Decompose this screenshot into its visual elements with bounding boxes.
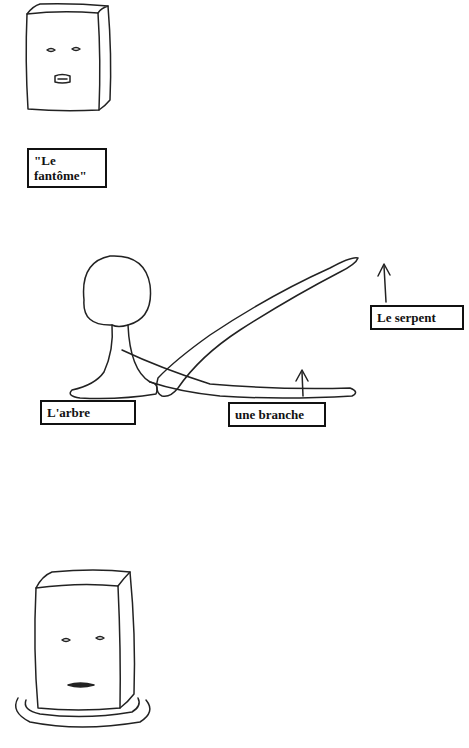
ghost-eye [72,48,80,51]
tree-trunk [70,325,157,399]
label-box: L'arbre [40,400,136,425]
tree-crown [84,256,151,327]
ghost-side [99,6,111,110]
cube-face [35,584,120,710]
label-box: une branche [228,402,326,427]
snake [157,258,358,397]
label-box: "Le fantôme" [27,148,107,188]
ghost-eye [47,49,55,52]
arrowhead [378,264,390,276]
ghost-top [27,4,108,14]
label-text: Le serpent [377,310,457,325]
arrowhead [296,370,308,381]
cube-eye [96,637,104,640]
ghost-mouth [55,75,70,84]
cube-mouth [68,683,94,687]
plate [16,698,150,727]
cube-side [120,572,135,708]
ghost-mouth [58,78,67,80]
label-text: L'arbre [47,405,129,420]
cube-top [36,570,130,588]
label-text: une branche [235,407,319,422]
ghost-face [26,12,100,111]
label-box: Le serpent [370,305,464,330]
leader-line [302,372,303,396]
label-text: "Le fantôme" [34,153,100,183]
cube-eye [62,639,70,642]
leader-line [384,266,386,302]
